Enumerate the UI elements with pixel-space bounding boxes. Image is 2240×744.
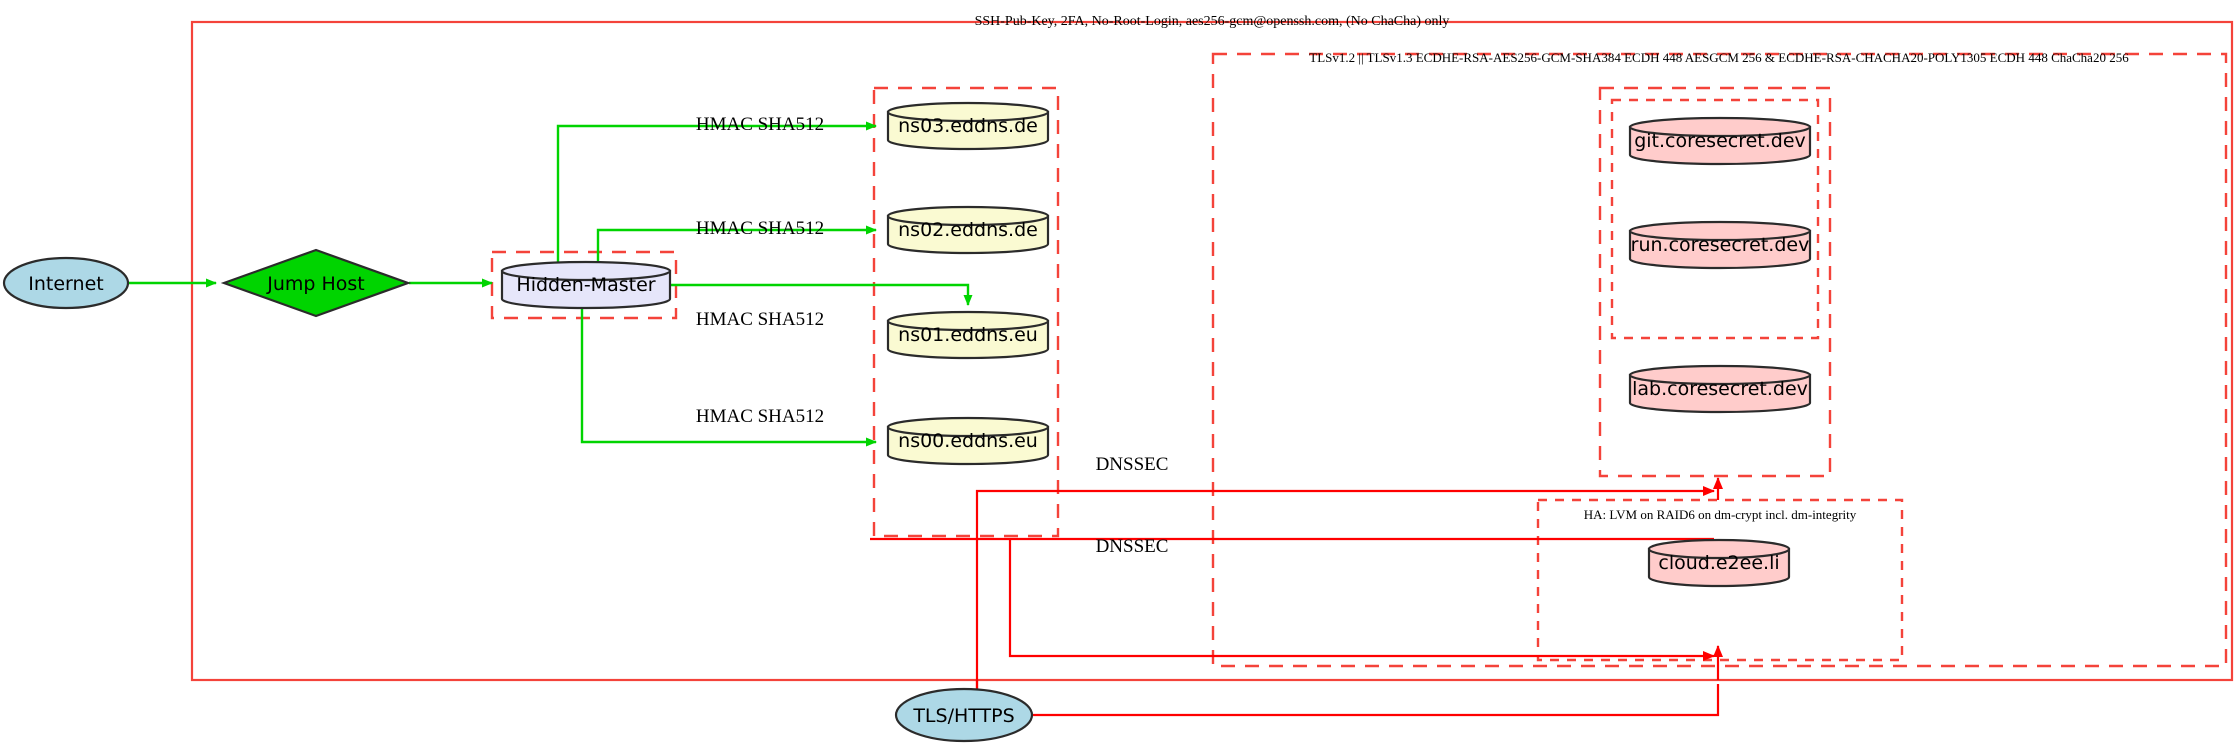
node-ns02-label: ns02.eddns.de: [898, 219, 1038, 241]
cluster-label-ssh: SSH-Pub-Key, 2FA, No-Root-Login, aes256-…: [975, 14, 1450, 29]
edge-label-dnssec-2: DNSSEC: [1096, 536, 1169, 557]
cluster-coresecret-outer: [1598, 86, 1832, 478]
node-run-label: run.coresecret.dev: [1631, 234, 1810, 256]
node-hidden-master-label: Hidden-Master: [516, 274, 655, 296]
edge-hm-ns02: [596, 225, 877, 262]
node-hidden-master[interactable]: Hidden-Master: [500, 260, 672, 310]
edge-label-hmac-ns00: HMAC SHA512: [696, 406, 824, 427]
edge-labels: HMAC SHA512 HMAC SHA512 HMAC SHA512 HMAC…: [696, 114, 1169, 557]
cluster-dns: [872, 86, 1060, 538]
node-run-coresecret[interactable]: run.coresecret.dev: [1628, 220, 1812, 270]
edge-hm-ns03: [556, 121, 877, 262]
node-lab-coresecret[interactable]: lab.coresecret.dev: [1628, 364, 1812, 414]
node-tls-https[interactable]: TLS/HTTPS: [894, 687, 1034, 743]
node-jump-host[interactable]: Jump Host: [220, 248, 412, 318]
node-tls-https-label: TLS/HTTPS: [912, 705, 1014, 727]
edge-dnssec-lower: [1008, 539, 1715, 661]
node-ns01-label: ns01.eddns.eu: [898, 324, 1038, 346]
cluster-tls: TLSv1.2 || TLSv1.3 ECDHE-RSA-AES256-GCM-…: [1211, 50, 2228, 668]
node-cloud-e2ee[interactable]: cloud.e2ee.li: [1647, 538, 1791, 588]
cluster-label-tls: TLSv1.2 || TLSv1.3 ECDHE-RSA-AES256-GCM-…: [1309, 50, 2129, 65]
node-jump-host-label: Jump Host: [266, 273, 365, 295]
edge-label-hmac-ns03: HMAC SHA512: [696, 114, 824, 135]
cluster-ha: HA: LVM on RAID6 on dm-crypt incl. dm-in…: [1536, 498, 1904, 662]
edge-tls-to-right: [1032, 684, 1720, 717]
cluster-coresecret-inner: [1610, 98, 1820, 340]
edge-dnssec-upper: [975, 486, 1715, 689]
node-internet[interactable]: Internet: [2, 256, 130, 310]
cluster-label-ha: HA: LVM on RAID6 on dm-crypt incl. dm-in…: [1584, 507, 1857, 522]
node-cloud-label: cloud.e2ee.li: [1658, 552, 1779, 574]
edges-red: [870, 477, 1723, 717]
node-ns02[interactable]: ns02.eddns.de: [886, 205, 1050, 255]
node-ns00[interactable]: ns00.eddns.eu: [886, 416, 1050, 466]
edge-label-hmac-ns01: HMAC SHA512: [696, 309, 824, 330]
node-ns03-label: ns03.eddns.de: [898, 115, 1038, 137]
node-internet-label: Internet: [28, 273, 103, 295]
cluster-outer-ssh: SSH-Pub-Key, 2FA, No-Root-Login, aes256-…: [190, 14, 2234, 682]
edge-label-dnssec-1: DNSSEC: [1096, 454, 1169, 475]
node-git-coresecret[interactable]: git.coresecret.dev: [1628, 116, 1812, 166]
node-ns00-label: ns00.eddns.eu: [898, 430, 1038, 452]
node-ns01[interactable]: ns01.eddns.eu: [886, 310, 1050, 360]
edge-hm-ns01: [670, 283, 973, 306]
node-ns03[interactable]: ns03.eddns.de: [886, 101, 1050, 151]
node-lab-label: lab.coresecret.dev: [1632, 378, 1808, 400]
edges-green: [128, 121, 973, 447]
edge-hm-ns00: [580, 308, 877, 447]
edge-label-hmac-ns02: HMAC SHA512: [696, 218, 824, 239]
node-git-label: git.coresecret.dev: [1634, 130, 1806, 152]
